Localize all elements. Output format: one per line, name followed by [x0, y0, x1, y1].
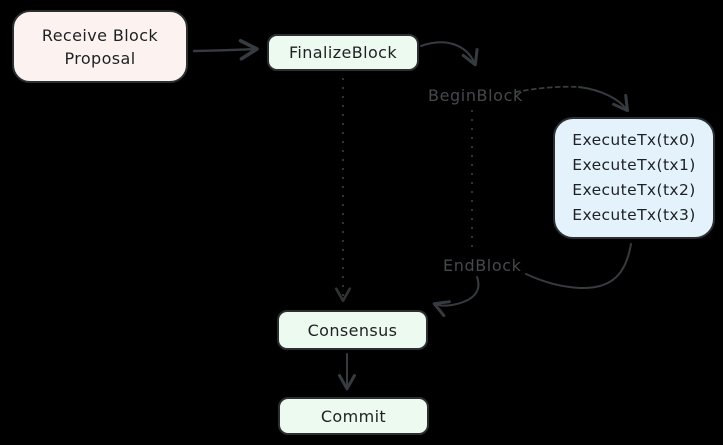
node-commit-label: Commit — [320, 406, 387, 426]
execute-tx-line-1: ExecuteTx(tx1) — [572, 156, 696, 174]
edge-receive-to-finalize — [192, 38, 259, 61]
edge-label-begin-block: BeginBlock — [428, 86, 523, 105]
node-receive-block-proposal: Receive Block Proposal — [12, 10, 188, 83]
edge-beginblock-dashed-lead — [515, 85, 580, 93]
node-consensus: Consensus — [277, 310, 428, 350]
node-receive-label: Receive Block Proposal — [41, 25, 159, 68]
node-execute-tx: ExecuteTx(tx0) ExecuteTx(tx1) ExecuteTx(… — [553, 117, 715, 239]
edge-label-end-block: EndBlock — [443, 256, 522, 275]
edge-execute-to-endblock — [525, 243, 632, 290]
node-finalize-block: FinalizeBlock — [267, 34, 419, 71]
execute-tx-line-3: ExecuteTx(tx3) — [572, 206, 696, 224]
execute-tx-line-2: ExecuteTx(tx2) — [572, 181, 696, 199]
edge-beginblock-to-execute — [578, 86, 629, 113]
edge-finalize-to-beginblock — [420, 41, 479, 67]
node-consensus-label: Consensus — [307, 320, 398, 340]
node-commit: Commit — [278, 397, 429, 435]
edge-endblock-to-consensus — [432, 276, 480, 318]
node-finalize-label: FinalizeBlock — [288, 43, 398, 62]
execute-tx-line-0: ExecuteTx(tx0) — [572, 131, 696, 149]
